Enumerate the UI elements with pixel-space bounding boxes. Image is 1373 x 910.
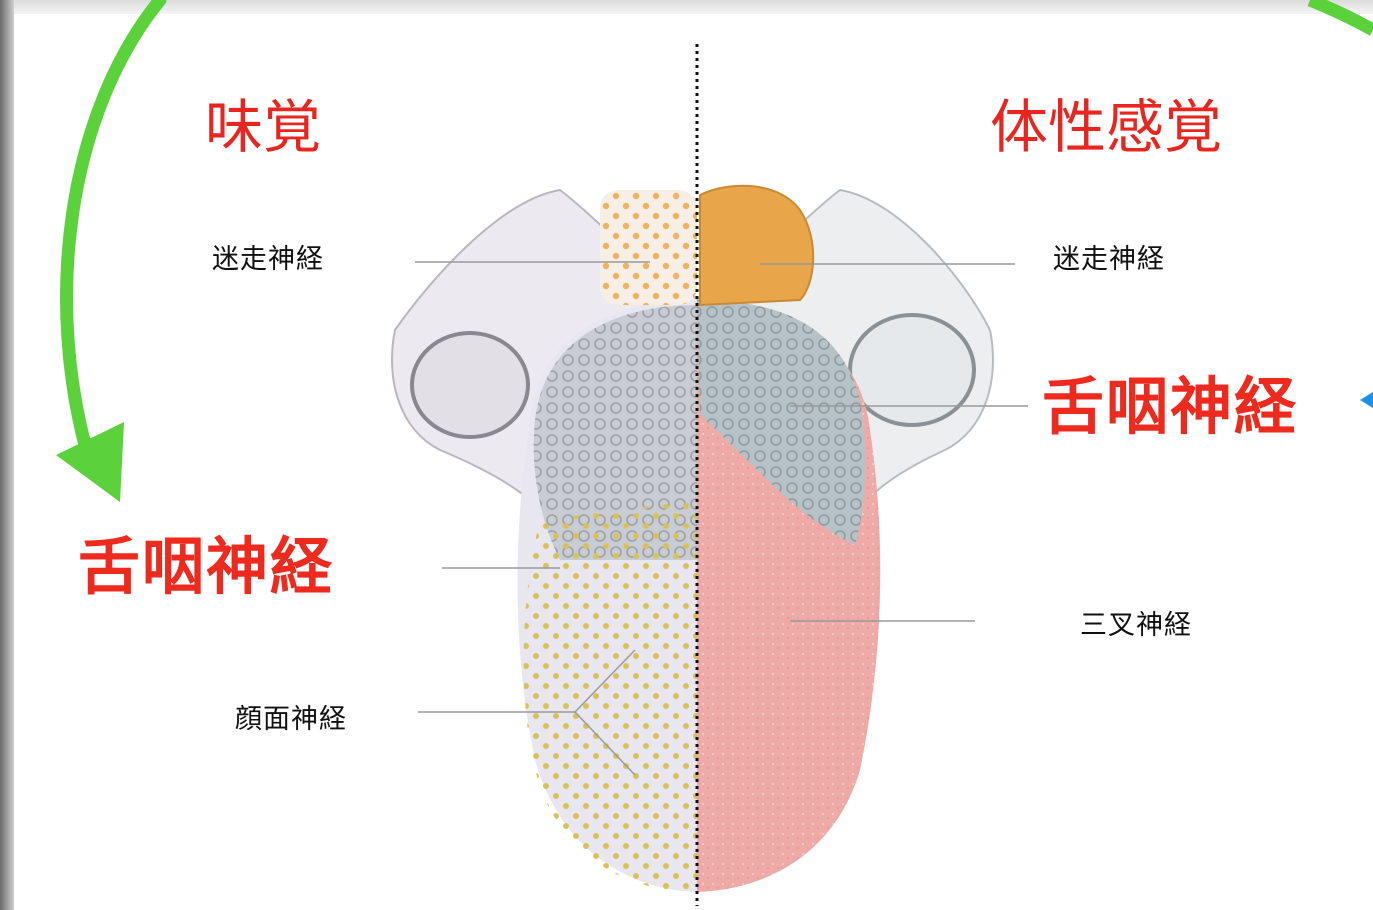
heading-taste: 味覚 bbox=[205, 98, 321, 156]
green-arrow-left bbox=[67, 0, 160, 470]
green-arrowhead-left bbox=[56, 422, 124, 502]
green-arrow-right bbox=[1310, 0, 1373, 30]
label-right-vagus-nerve: 迷走神経 bbox=[1053, 246, 1165, 273]
heading-somatosensory: 体性感覚 bbox=[990, 98, 1222, 156]
blue-arrow-tip bbox=[1360, 392, 1373, 408]
label-facial-nerve: 顔面神経 bbox=[235, 706, 347, 733]
left-tonsil bbox=[412, 333, 528, 437]
label-left-glossopharyngeal-nerve: 舌咽神経 bbox=[78, 536, 334, 598]
label-right-glossopharyngeal-nerve: 舌咽神経 bbox=[1042, 376, 1298, 438]
vagus-right-block bbox=[700, 186, 813, 305]
right-tonsil bbox=[850, 315, 974, 425]
label-left-vagus-nerve: 迷走神経 bbox=[212, 246, 324, 273]
taste-dots-facial bbox=[524, 500, 697, 892]
label-trigeminal-nerve: 三叉神経 bbox=[1080, 612, 1192, 639]
